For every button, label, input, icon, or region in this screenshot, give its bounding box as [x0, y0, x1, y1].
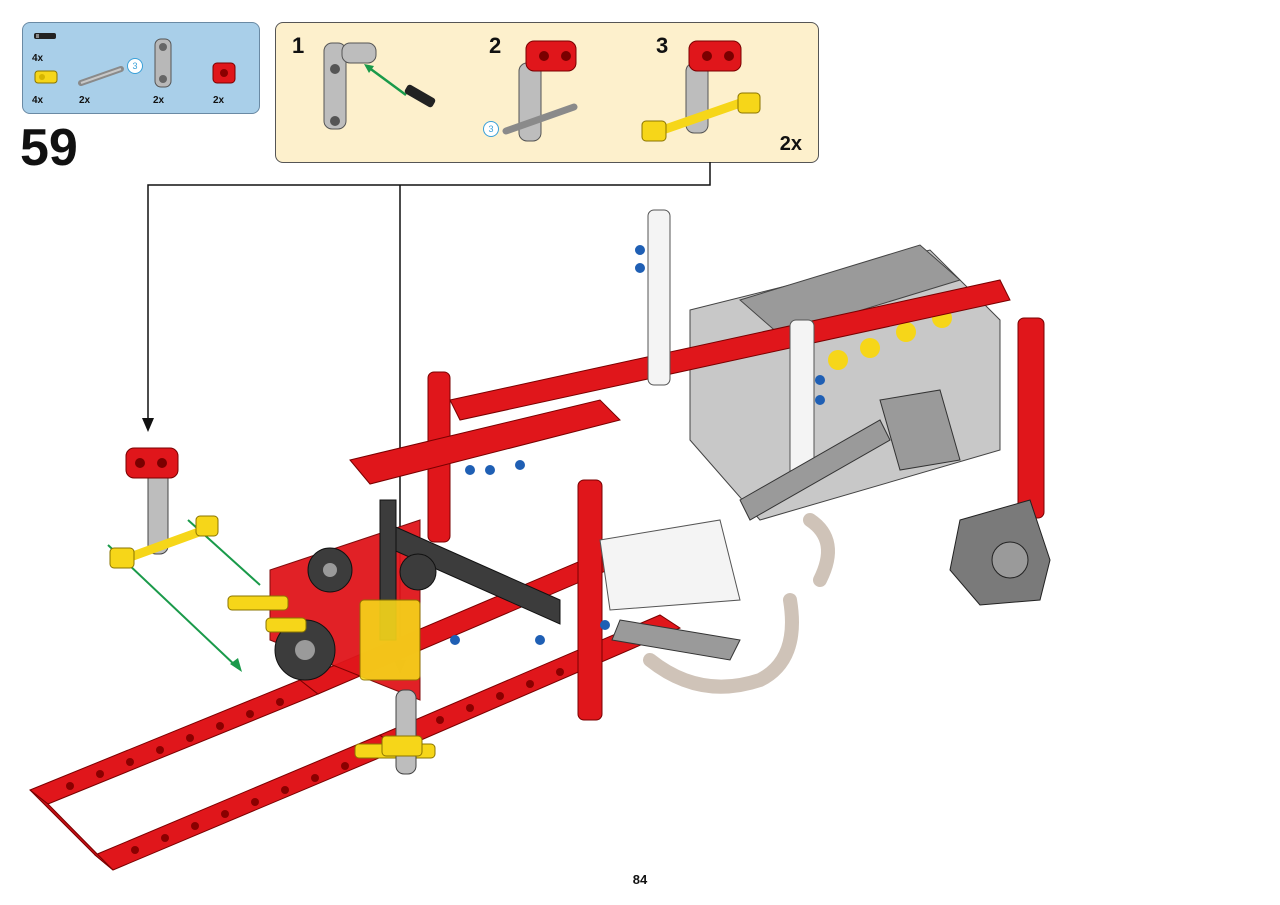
flex-hose	[643, 513, 835, 694]
rail-holes	[66, 668, 564, 854]
sub-assembly-callout: 1 2 3 3 2x	[275, 22, 819, 163]
green-guide-lines	[107, 519, 261, 669]
red-frame-uprights	[349, 279, 1045, 721]
multiplier-label: 2x	[779, 133, 802, 155]
blue-pins	[450, 245, 825, 645]
green-insert-arrow-icon	[364, 64, 407, 97]
differential-icon	[949, 499, 1051, 606]
down-arrow-icon	[394, 660, 406, 674]
sub-step-number: 3	[656, 33, 669, 58]
step-number: 59	[20, 119, 78, 177]
step1-black-pin-icon	[404, 84, 436, 108]
red-chassis-rails	[29, 519, 682, 871]
green-arrow-icon	[230, 658, 242, 672]
loose-subassembly-icon	[109, 447, 219, 569]
grey-links	[611, 389, 961, 661]
length-badge: 3	[483, 121, 499, 137]
page-number: 84	[632, 872, 648, 887]
dark-vertical-axle	[379, 499, 397, 641]
sub-step-number: 1	[292, 33, 305, 58]
white-beams	[599, 209, 815, 611]
part-qty: 2x	[213, 95, 225, 106]
grey-beam-connector-icon	[154, 38, 172, 88]
engine-block	[689, 244, 1001, 521]
part-qty: 4x	[32, 95, 44, 106]
parts-list-callout: 4x 4x 3 2x 2x 2x	[22, 22, 260, 114]
part-qty: 2x	[153, 95, 165, 106]
yellow-connector-icon	[34, 70, 58, 84]
black-pin-icon	[34, 33, 56, 39]
sub-assembly-illustrations	[323, 40, 761, 142]
sub-step-number: 2	[489, 33, 502, 58]
step1-beam-connector-icon	[323, 42, 377, 130]
down-arrow-icon	[142, 418, 154, 432]
gear-icon	[274, 547, 437, 681]
callout-arrows	[147, 162, 711, 665]
yellow-axles	[227, 595, 436, 759]
attached-subassembly-icon	[381, 689, 423, 775]
part-qty: 4x	[32, 53, 44, 64]
part-qty: 2x	[79, 95, 91, 106]
step3-assembly-icon	[641, 40, 761, 142]
step2-assembly-icon	[502, 40, 578, 142]
length-badge: 3	[127, 58, 143, 74]
dark-diagonal-beam	[379, 519, 561, 625]
grey-axle-icon	[78, 66, 124, 86]
parts-list-illustrations	[34, 33, 236, 88]
red-connector-icon	[212, 62, 236, 84]
